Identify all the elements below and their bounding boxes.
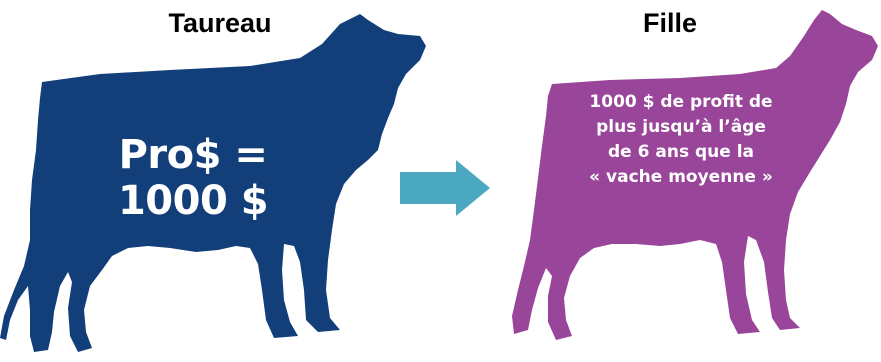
bull-pro-dollar-value: Pro$ = 1000 $: [58, 132, 328, 224]
daughter-text-line: 1000 $ de profit de: [572, 90, 790, 115]
daughter-text-line: « vache moyenne »: [572, 165, 790, 190]
daughter-profit-description: 1000 $ de profit de plus jusqu’à l’âge d…: [572, 90, 790, 190]
daughter-text-line: plus jusqu’à l’âge: [572, 115, 790, 140]
daughter-text-line: de 6 ans que la: [572, 140, 790, 165]
